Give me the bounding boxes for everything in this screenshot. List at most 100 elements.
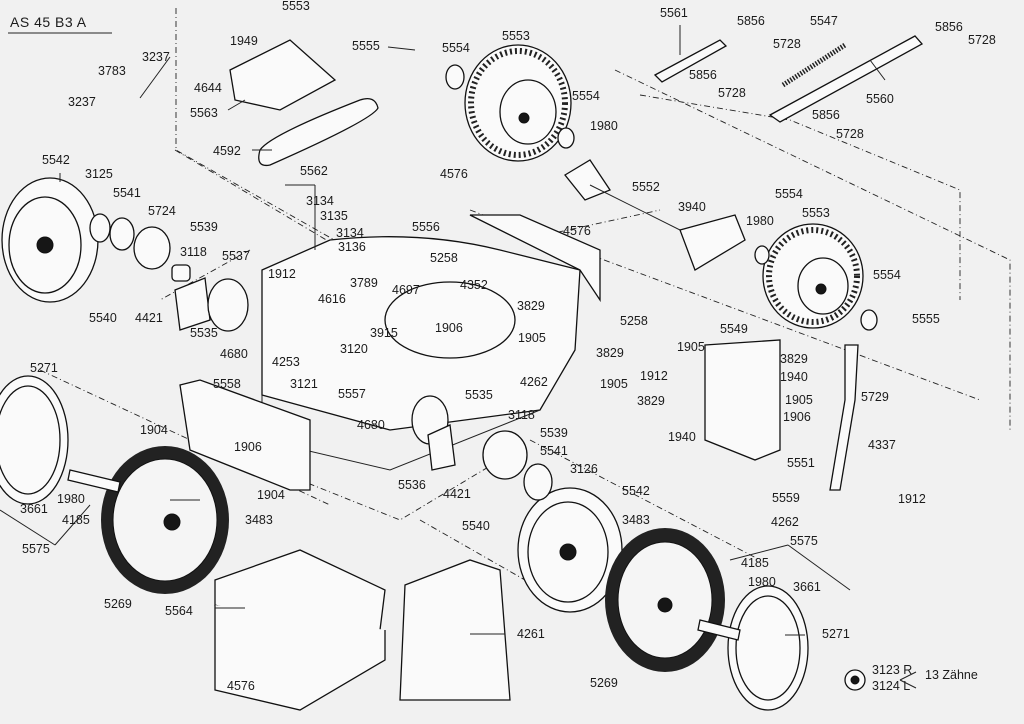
label-4262b: 4262 xyxy=(771,515,799,529)
label-3135: 3135 xyxy=(320,209,348,223)
label-3136: 3136 xyxy=(338,240,366,254)
bracket-5549 xyxy=(704,339,781,461)
label-5549: 5549 xyxy=(720,322,748,336)
cover-5563 xyxy=(229,39,337,111)
label-5542b: 5542 xyxy=(622,484,650,498)
label-1905b: 1905 xyxy=(677,340,705,354)
label-1912a: 1912 xyxy=(268,267,296,281)
label-4680b: 4680 xyxy=(357,418,385,432)
label-1940a: 1940 xyxy=(780,370,808,384)
label-1905c: 1905 xyxy=(600,377,628,391)
label-5558: 5558 xyxy=(213,377,241,391)
washer-5554-mid xyxy=(557,127,575,149)
label-5542a: 5542 xyxy=(42,153,70,167)
label-5575a: 5575 xyxy=(22,542,50,556)
label-1906b: 1906 xyxy=(783,410,811,424)
label-3829b: 3829 xyxy=(596,346,624,360)
washer-5554-right xyxy=(860,309,878,331)
label-1949: 1949 xyxy=(230,34,258,48)
hubcap-left-5271 xyxy=(0,375,69,505)
label-1905a: 1905 xyxy=(518,331,546,345)
axle-5552 xyxy=(564,159,746,271)
label-4644: 4644 xyxy=(194,81,222,95)
label-1904b: 1904 xyxy=(257,488,285,502)
label-5555b: 5555 xyxy=(912,312,940,326)
model-title: AS 45 B3 A xyxy=(10,14,87,30)
label-1906a: 1906 xyxy=(435,321,463,335)
label-3661b: 3661 xyxy=(793,580,821,594)
label-4262a: 4262 xyxy=(520,375,548,389)
hubcap-right-5271 xyxy=(727,585,809,711)
label-5554b: 5554 xyxy=(572,89,600,103)
label-3661a: 3661 xyxy=(20,502,48,516)
label-1980c: 1980 xyxy=(57,492,85,506)
label-1940b: 1940 xyxy=(668,430,696,444)
deflector-4261 xyxy=(399,559,511,701)
label-5556: 5556 xyxy=(412,220,440,234)
label-5728a: 5728 xyxy=(773,37,801,51)
label-3134b: 3134 xyxy=(336,226,364,240)
label-4261: 4261 xyxy=(517,627,545,641)
label-4185b: 4185 xyxy=(741,556,769,570)
label-3789: 3789 xyxy=(350,276,378,290)
label-3125: 3125 xyxy=(85,167,113,181)
label-4421b: 4421 xyxy=(443,487,471,501)
label-1912b: 1912 xyxy=(640,369,668,383)
label-5539a: 5539 xyxy=(190,220,218,234)
label-5553a: 5553 xyxy=(282,0,310,13)
label-13-zahne: 13 Zähne xyxy=(925,668,978,682)
part-labels: 5553 5555 5554 5553 5561 5856 5547 5856 … xyxy=(20,0,996,693)
rear-flap-5558 xyxy=(179,379,311,491)
label-5564: 5564 xyxy=(165,604,193,618)
label-5269b: 5269 xyxy=(590,676,618,690)
label-5856d: 5856 xyxy=(812,108,840,122)
label-5271a: 5271 xyxy=(30,361,58,375)
label-5555a: 5555 xyxy=(352,39,380,53)
label-1905d: 1905 xyxy=(785,393,813,407)
label-1980a: 1980 xyxy=(590,119,618,133)
label-3121: 3121 xyxy=(290,377,318,391)
label-5541a: 5541 xyxy=(113,186,141,200)
label-3123: 3123 R xyxy=(872,663,912,677)
label-3783: 3783 xyxy=(98,64,126,78)
label-5540a: 5540 xyxy=(89,311,117,325)
label-5258a: 5258 xyxy=(430,251,458,265)
drive-wheel-right-5542 xyxy=(517,487,623,613)
rear-wheel-top-right xyxy=(762,223,864,329)
label-3120: 3120 xyxy=(340,342,368,356)
label-3915: 3915 xyxy=(370,326,398,340)
label-1906c: 1906 xyxy=(234,440,262,454)
label-3118a: 3118 xyxy=(180,245,207,259)
gear-parts-left xyxy=(89,213,249,332)
label-5728b: 5728 xyxy=(968,33,996,47)
belt-4592 xyxy=(258,97,379,167)
tray-5564-side xyxy=(214,605,386,711)
label-5554a: 5554 xyxy=(442,41,470,55)
label-5553c: 5553 xyxy=(802,206,830,220)
label-4421a: 4421 xyxy=(135,311,163,325)
label-5553b: 5553 xyxy=(502,29,530,43)
drive-wheel-left-5542 xyxy=(1,177,99,303)
label-3126: 3126 xyxy=(570,462,598,476)
label-3237b: 3237 xyxy=(68,95,96,109)
label-5540b: 5540 xyxy=(462,519,490,533)
label-5269a: 5269 xyxy=(104,597,132,611)
label-5258b: 5258 xyxy=(620,314,648,328)
label-1980b: 1980 xyxy=(746,214,774,228)
label-1980d: 1980 xyxy=(748,575,776,589)
label-4697: 4697 xyxy=(392,283,420,297)
axle-4185-left xyxy=(67,469,121,493)
leader-lines xyxy=(0,25,917,689)
label-1904a: 1904 xyxy=(140,423,168,437)
label-3483b: 3483 xyxy=(622,513,650,527)
label-5562: 5562 xyxy=(300,164,328,178)
label-5728d: 5728 xyxy=(836,127,864,141)
label-5575b: 5575 xyxy=(790,534,818,548)
height-adjust-levers xyxy=(653,35,924,123)
label-4185a: 4185 xyxy=(62,513,90,527)
label-5535a: 5535 xyxy=(190,326,218,340)
label-4253: 4253 xyxy=(272,355,300,369)
label-5856a: 5856 xyxy=(737,14,765,28)
label-3237a: 3237 xyxy=(142,50,170,64)
